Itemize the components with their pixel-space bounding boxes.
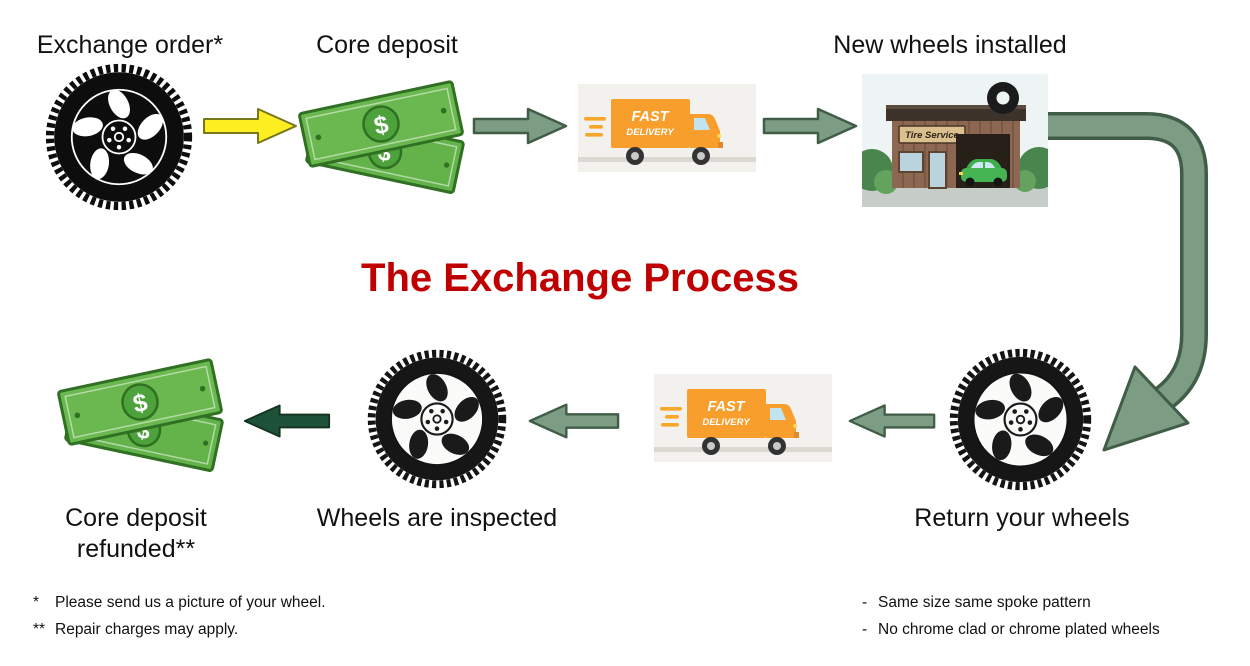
- delivery-truck-image-outbound: [578, 84, 756, 177]
- footnote-marker: *: [33, 594, 40, 611]
- step-label-exchange-order: Exchange order*: [36, 31, 224, 59]
- diagram-title: The Exchange Process: [361, 256, 799, 300]
- green-car-icon: [959, 159, 1007, 187]
- green-arrow-right-icon-2: [762, 106, 858, 151]
- footnote-same-size: - Same size same spoke pattern: [862, 593, 1160, 612]
- footnote-marker: -: [862, 621, 868, 639]
- footnote-marker: -: [862, 594, 868, 611]
- shop-sign-text: Tire Service: [905, 130, 959, 141]
- green-arrow-left-icon-1: [528, 401, 620, 446]
- delivery-truck-image-return: [654, 374, 832, 467]
- step-label-new-wheels-installed: New wheels installed: [833, 31, 1067, 59]
- inspected-wheel-icon: [366, 348, 508, 495]
- green-arrow-left-icon-2: [848, 401, 936, 446]
- footnote-text: No chrome clad or chrome plated wheels: [878, 621, 1160, 639]
- money-icon-core-deposit: [293, 66, 473, 203]
- return-wheel-icon: [948, 347, 1093, 497]
- step-label-core-deposit: Core deposit: [316, 31, 458, 59]
- dark-green-arrow-left-icon: [243, 401, 331, 446]
- step-label-core-deposit-refunded: Core deposit refunded**: [65, 504, 207, 564]
- footnote-text: Please send us a picture of your wheel.: [55, 594, 326, 611]
- yellow-arrow-right-icon: [202, 106, 298, 151]
- step-label-return-your-wheels: Return your wheels: [914, 504, 1130, 532]
- footnote-text: Repair charges may apply.: [55, 621, 239, 639]
- black-wheel-icon: [44, 62, 194, 217]
- footnote-repair-charges: ** Repair charges may apply.: [33, 620, 326, 639]
- footnote-picture-request: * Please send us a picture of your wheel…: [33, 593, 326, 612]
- step-label-wheels-are-inspected: Wheels are inspected: [316, 504, 558, 532]
- footnotes-right: - Same size same spoke pattern - No chro…: [862, 593, 1160, 648]
- footnotes-left: * Please send us a picture of your wheel…: [33, 593, 326, 648]
- footnote-no-chrome: - No chrome clad or chrome plated wheels: [862, 620, 1160, 639]
- footnote-text: Same size same spoke pattern: [878, 594, 1091, 611]
- money-icon-refund: [52, 344, 232, 481]
- green-arrow-right-icon-1: [472, 106, 568, 151]
- tire-shop-image: Tire Service: [851, 74, 1060, 212]
- footnote-marker: **: [33, 621, 46, 639]
